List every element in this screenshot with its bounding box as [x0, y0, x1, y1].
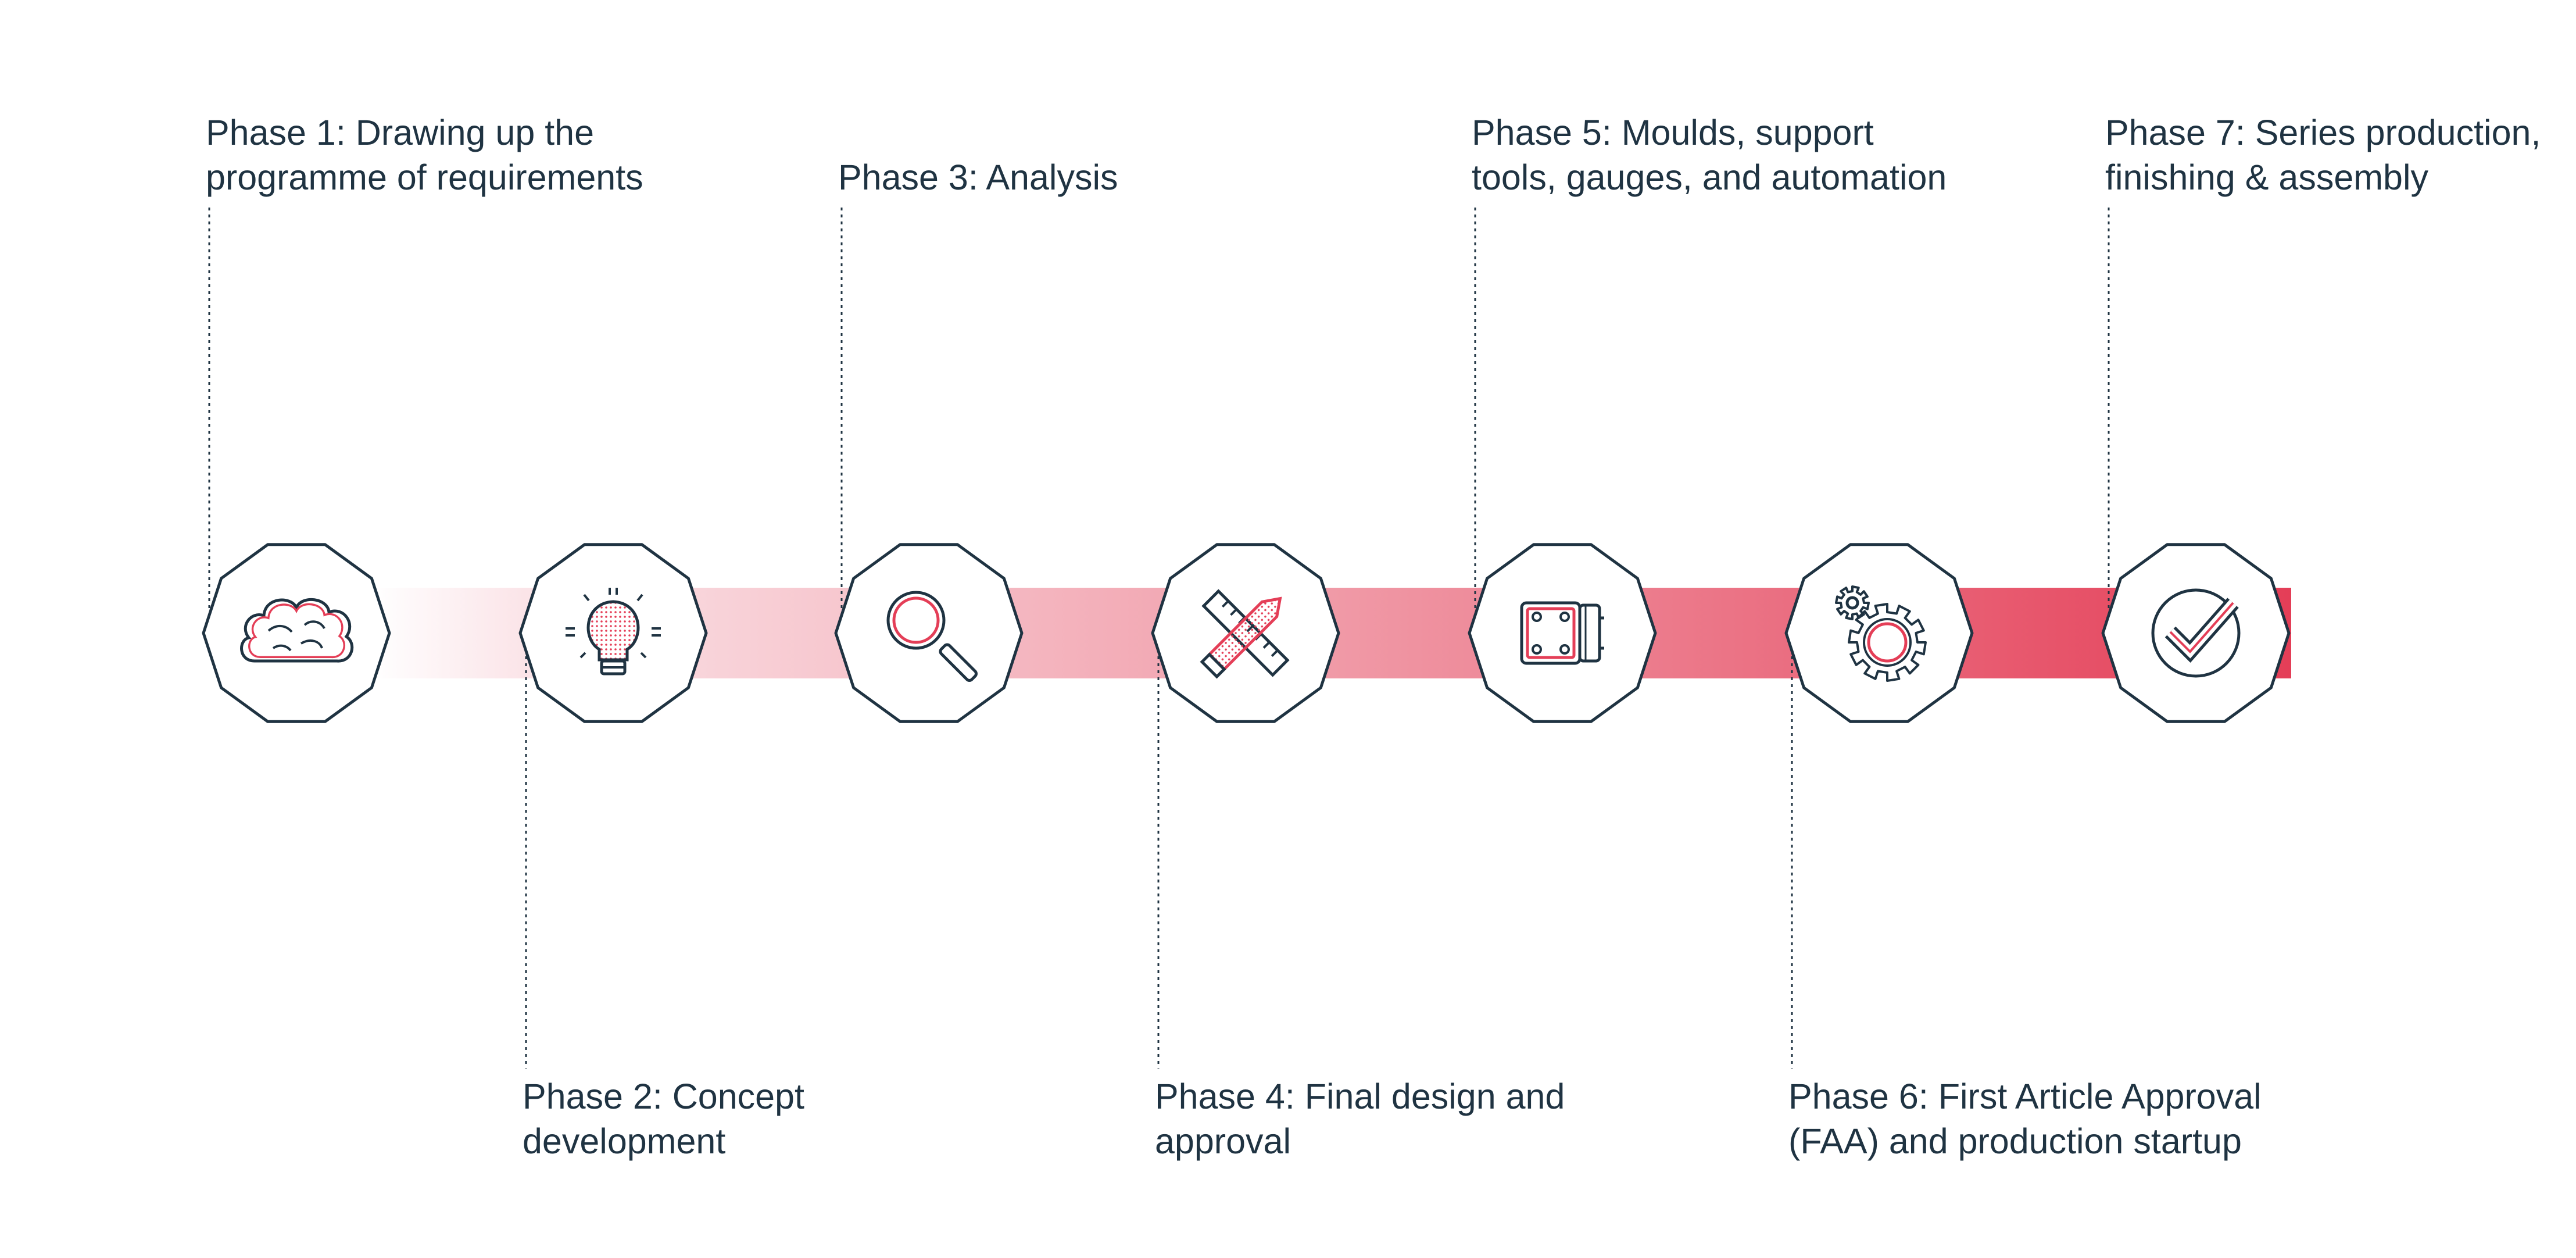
- phase-5-node: [1468, 543, 1657, 723]
- decagon-frame: [202, 543, 391, 723]
- phase-4-label-line-2: approval: [1155, 1121, 1291, 1161]
- phase-2-node: [518, 543, 708, 723]
- phase-4-node: [1151, 543, 1340, 723]
- phase-4-label: Phase 4: Final design and approval: [1155, 1074, 1565, 1164]
- pencil-ruler-icon: [1200, 589, 1290, 679]
- phase-1-label: Phase 1: Drawing up the programme of requ…: [206, 110, 643, 200]
- checkmark-icon: [2151, 588, 2241, 678]
- decagon-frame: [834, 543, 1024, 723]
- phase-5-label-line-2: tools, gauges, and automation: [1472, 158, 1947, 197]
- phase-7-label-line-2: finishing & assembly: [2105, 158, 2429, 197]
- phase-7-label-line-1: Phase 7: Series production,: [2105, 113, 2541, 152]
- mould-tool-icon: [1520, 601, 1604, 665]
- phase-7-label: Phase 7: Series production, finishing & a…: [2105, 110, 2541, 200]
- phase-6-label-line-2: (FAA) and production startup: [1788, 1121, 2242, 1161]
- lightbulb-icon: [566, 588, 661, 676]
- phase-5-label-line-1: Phase 5: Moulds, support: [1472, 113, 1874, 152]
- decagon-frame: [1784, 543, 1974, 723]
- phase-4-label-line-1: Phase 4: Final design and: [1155, 1077, 1565, 1116]
- phase-7-node: [2101, 543, 2291, 723]
- phase-3-label-line-1: Phase 3: Analysis: [838, 158, 1118, 197]
- phase-1-node: [202, 543, 391, 723]
- connector-lines: [208, 208, 2110, 1068]
- phase-3-label: Phase 3: Analysis: [838, 155, 1118, 200]
- phase-2-label-line-1: Phase 2: Concept: [523, 1077, 804, 1116]
- phase-2-label-line-2: development: [523, 1121, 726, 1161]
- phase-nodes: [202, 543, 2291, 723]
- gears-icon: [1835, 585, 1927, 682]
- decagon-frame: [2101, 543, 2291, 723]
- phase-2-label: Phase 2: Concept development: [523, 1074, 804, 1164]
- brain-icon: [240, 598, 354, 663]
- phase-1-label-line-2: programme of requirements: [206, 158, 643, 197]
- decagon-frame: [1468, 543, 1657, 723]
- phase-3-node: [834, 543, 1024, 723]
- magnifier-icon: [886, 591, 978, 682]
- phase-6-label: Phase 6: First Article Approval (FAA) and…: [1788, 1074, 2262, 1164]
- phase-6-label-line-1: Phase 6: First Article Approval: [1788, 1077, 2262, 1116]
- phase-1-label-line-1: Phase 1: Drawing up the: [206, 113, 595, 152]
- phase-6-node: [1784, 543, 1974, 723]
- phase-5-label: Phase 5: Moulds, support tools, gauges, a…: [1472, 110, 1947, 200]
